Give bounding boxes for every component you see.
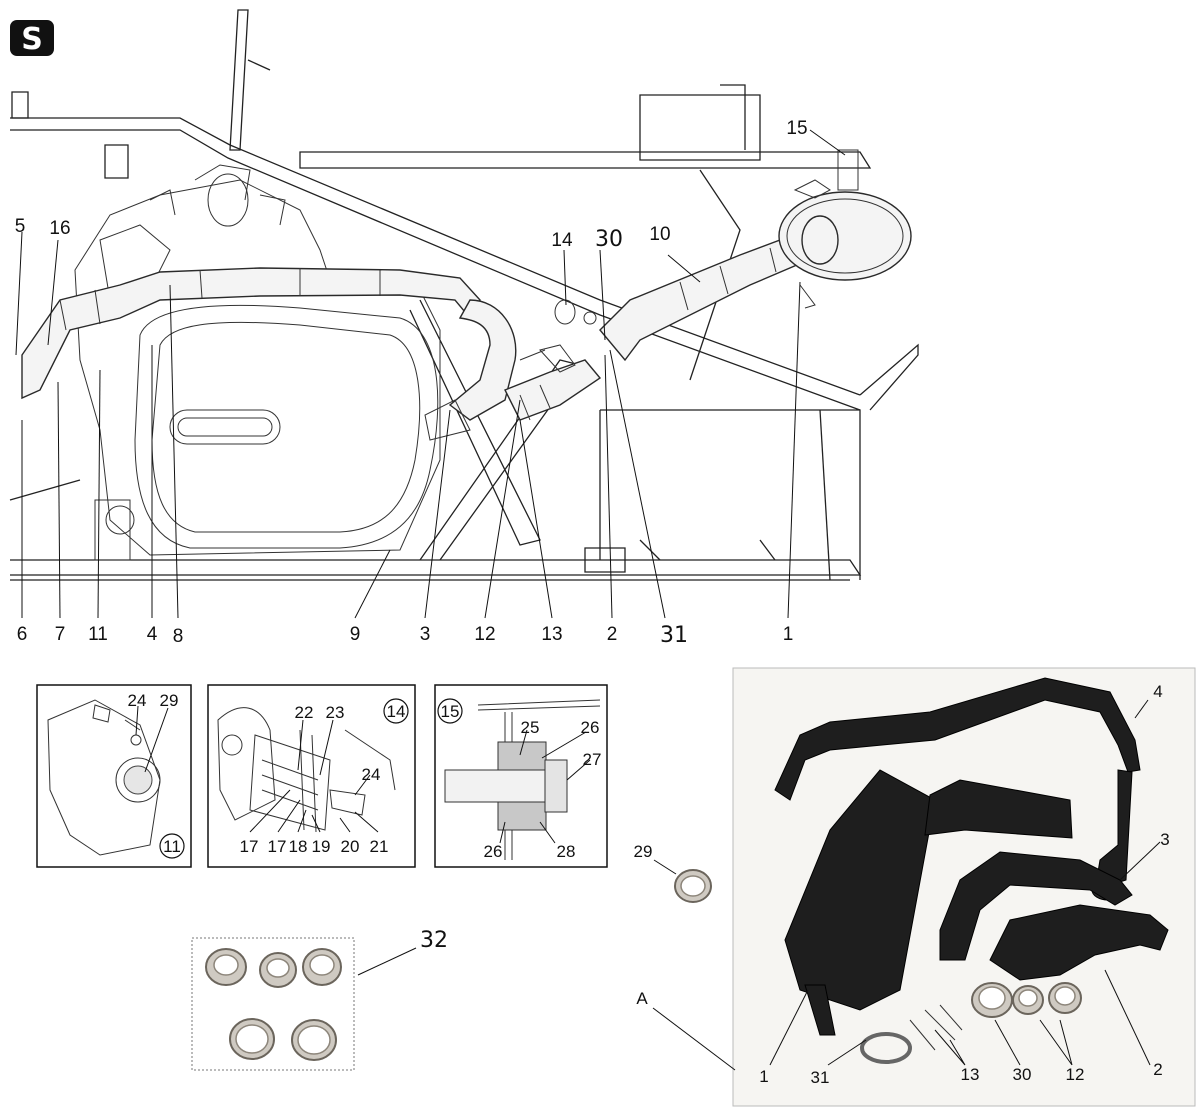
callout-6: 6 — [17, 624, 28, 645]
callout-5: 5 — [15, 216, 26, 237]
muffler — [599, 149, 912, 362]
detail-14-badge: 14 — [387, 702, 406, 721]
detail-15-label-26b: 26 — [484, 842, 503, 861]
photo-label-2: 2 — [1153, 1060, 1162, 1079]
detail-14-label-24: 24 — [362, 765, 381, 784]
callout-11: 11 — [88, 624, 108, 645]
photo-label-13: 13 — [961, 1065, 980, 1084]
photo-label-12: 12 — [1066, 1065, 1085, 1084]
detail-14-label-17a: 17 — [240, 837, 259, 856]
detail-15-label-25: 25 — [521, 718, 540, 737]
logo-glyph: S — [21, 22, 43, 57]
detail-14-badge-circle — [383, 698, 409, 724]
callout-9: 9 — [350, 624, 361, 645]
detail-14-label-22: 22 — [295, 703, 314, 722]
photo-kit-panel: 4 3 1 31 13 30 12 2 A — [636, 667, 1196, 1107]
callout-3: 3 — [420, 624, 431, 645]
detail-15-label-26a: 26 — [581, 718, 600, 737]
callout-30: 30 — [595, 227, 623, 252]
callout-31: 31 — [660, 623, 688, 648]
leader-lines — [15, 129, 846, 619]
detail-14-panel: 22 23 24 17 17 18 19 20 21 14 — [207, 684, 416, 868]
callout-10: 10 — [649, 224, 670, 245]
detail-15-label-28: 28 — [557, 842, 576, 861]
detail-11-badge: 11 — [163, 837, 181, 856]
detail-15-badge: 15 — [441, 702, 460, 721]
kit-32-label: 32 — [420, 928, 448, 953]
detail-11-label-29: 29 — [160, 691, 179, 710]
main-callouts: 5 16 14 30 10 15 6 7 11 4 8 9 3 12 13 2 … — [15, 118, 808, 648]
detail-15-label-27: 27 — [583, 750, 602, 769]
main-assembly-drawing: 5 16 14 30 10 15 6 7 11 4 8 9 3 12 13 2 … — [9, 9, 919, 648]
callout-16: 16 — [49, 218, 70, 239]
detail-11-panel: 24 29 11 — [36, 684, 192, 868]
detail-14-label-20: 20 — [341, 837, 360, 856]
photo-label-4: 4 — [1153, 682, 1162, 701]
callout-2: 2 — [607, 624, 618, 645]
detail-14-label-18: 18 — [289, 837, 308, 856]
callout-4: 4 — [147, 624, 158, 645]
callout-12: 12 — [474, 624, 495, 645]
callout-15: 15 — [786, 118, 807, 139]
photo-kit-label-A: A — [636, 989, 648, 1008]
exhaust-headers — [21, 267, 602, 441]
callout-13: 13 — [541, 624, 562, 645]
brand-logo: S — [10, 20, 54, 57]
photo-label-3: 3 — [1160, 830, 1169, 849]
ring-kit-32: 32 29 — [191, 842, 712, 1071]
chassis-frame — [9, 9, 919, 581]
detail-15-panel: 25 26 27 26 28 15 — [434, 684, 608, 868]
detail-14-label-17b: 17 — [268, 837, 287, 856]
callout-7: 7 — [55, 624, 66, 645]
detail-14-label-23: 23 — [326, 703, 345, 722]
photo-label-31: 31 — [811, 1068, 830, 1087]
photo-label-30: 30 — [1013, 1065, 1032, 1084]
callout-14: 14 — [551, 230, 573, 251]
callout-8: 8 — [173, 626, 184, 647]
engine — [74, 164, 441, 561]
detail-11-badge-circle — [159, 833, 185, 859]
callout-1: 1 — [783, 624, 794, 645]
photo-label-1: 1 — [759, 1067, 768, 1086]
detail-14-label-19: 19 — [312, 837, 331, 856]
detail-15-badge-circle — [437, 698, 463, 724]
detail-14-label-21: 21 — [370, 837, 389, 856]
detail-11-label-24: 24 — [128, 691, 147, 710]
ring-29-label: 29 — [634, 842, 653, 861]
